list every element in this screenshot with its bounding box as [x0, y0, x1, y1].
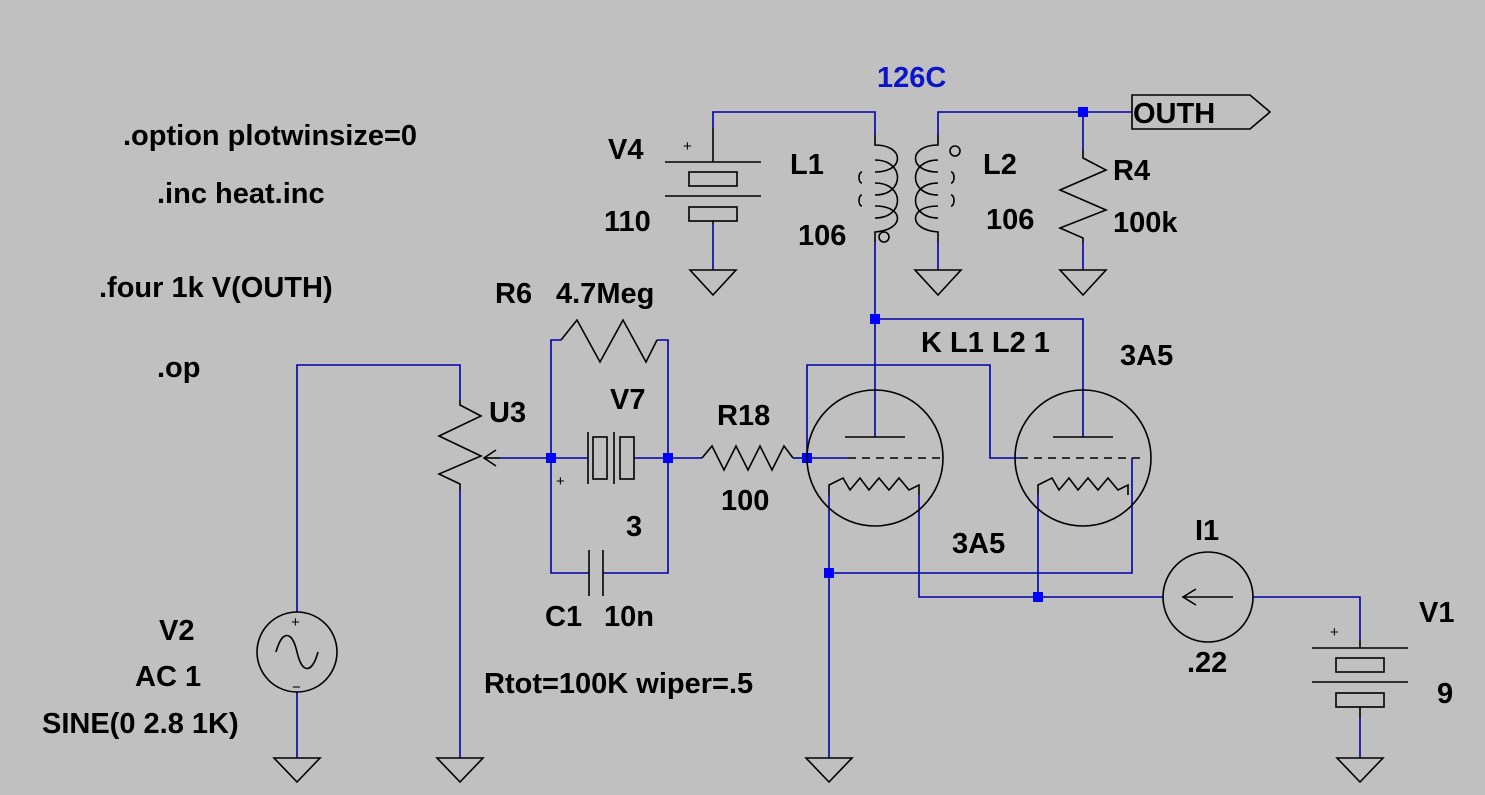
directive-op[interactable]: .op: [157, 352, 201, 384]
inductor-l2[interactable]: [914, 135, 961, 242]
u3-params: Rtot=100K wiper=.5: [484, 668, 753, 700]
i1-value: .22: [1187, 647, 1227, 679]
r18-value: 100: [721, 485, 769, 517]
v1-value: 9: [1437, 678, 1453, 710]
r6-value: 4.7Meg: [556, 278, 654, 310]
inductor-l1[interactable]: [858, 135, 899, 243]
potentiometer-u3[interactable]: [437, 400, 500, 490]
v7-name: V7: [610, 384, 645, 416]
wires: [296, 111, 1361, 758]
v2-sine: SINE(0 2.8 1K): [42, 708, 239, 740]
labels: .option plotwinsize=0 .inc heat.inc .fou…: [42, 62, 1454, 740]
tube-lower-name: 3A5: [952, 528, 1005, 560]
r4-value: 100k: [1113, 207, 1178, 239]
v2-ac: AC 1: [135, 661, 201, 693]
resistor-r18[interactable]: [701, 444, 794, 472]
v7-value: 3: [626, 511, 642, 543]
v4-value: 110: [604, 206, 651, 238]
v1-name: V1: [1419, 597, 1454, 629]
v7-battery[interactable]: +: [556, 432, 635, 490]
u3-name: U3: [489, 397, 526, 429]
outh-net-label[interactable]: [1131, 94, 1272, 130]
transformer-name: 126C: [877, 62, 946, 94]
coupling-directive[interactable]: K L1 L2 1: [921, 327, 1050, 359]
current-source-i1[interactable]: [1162, 551, 1254, 643]
v1-battery[interactable]: +: [1312, 624, 1408, 718]
l2-name: L2: [983, 149, 1017, 181]
r18-name: R18: [717, 400, 770, 432]
directive-four[interactable]: .four 1k V(OUTH): [99, 272, 333, 304]
l1-value: 106: [798, 220, 846, 252]
ground-symbols: [272, 269, 1385, 784]
v4-battery[interactable]: +: [665, 128, 761, 224]
r6-name: R6: [495, 278, 532, 310]
c1-name: C1: [545, 601, 582, 633]
tube-3a5-right[interactable]: [1014, 389, 1152, 527]
v2-sine-source[interactable]: + −: [256, 611, 338, 696]
v1-plus-sign: +: [1330, 624, 1339, 641]
tube-3a5-left[interactable]: [806, 389, 944, 527]
tube-upper-name: 3A5: [1120, 340, 1173, 372]
v4-name: V4: [608, 134, 643, 166]
v2-name: V2: [159, 615, 194, 647]
l2-value: 106: [986, 204, 1034, 236]
v2-minus-sign: −: [292, 679, 301, 696]
i1-name: I1: [1195, 515, 1219, 547]
v7-plus-sign: +: [556, 473, 565, 490]
directive-option[interactable]: .option plotwinsize=0: [123, 120, 417, 152]
resistor-r4[interactable]: [1057, 150, 1109, 242]
outh-label-text: OUTH: [1133, 98, 1215, 130]
directive-inc[interactable]: .inc heat.inc: [157, 178, 325, 210]
c1-value: 10n: [604, 601, 654, 633]
v2-plus-sign: +: [291, 614, 300, 631]
l1-name: L1: [790, 149, 824, 181]
capacitor-c1[interactable]: [588, 550, 604, 596]
r4-name: R4: [1113, 155, 1150, 187]
v4-plus-sign: +: [683, 138, 692, 155]
resistor-r6[interactable]: [560, 318, 658, 364]
